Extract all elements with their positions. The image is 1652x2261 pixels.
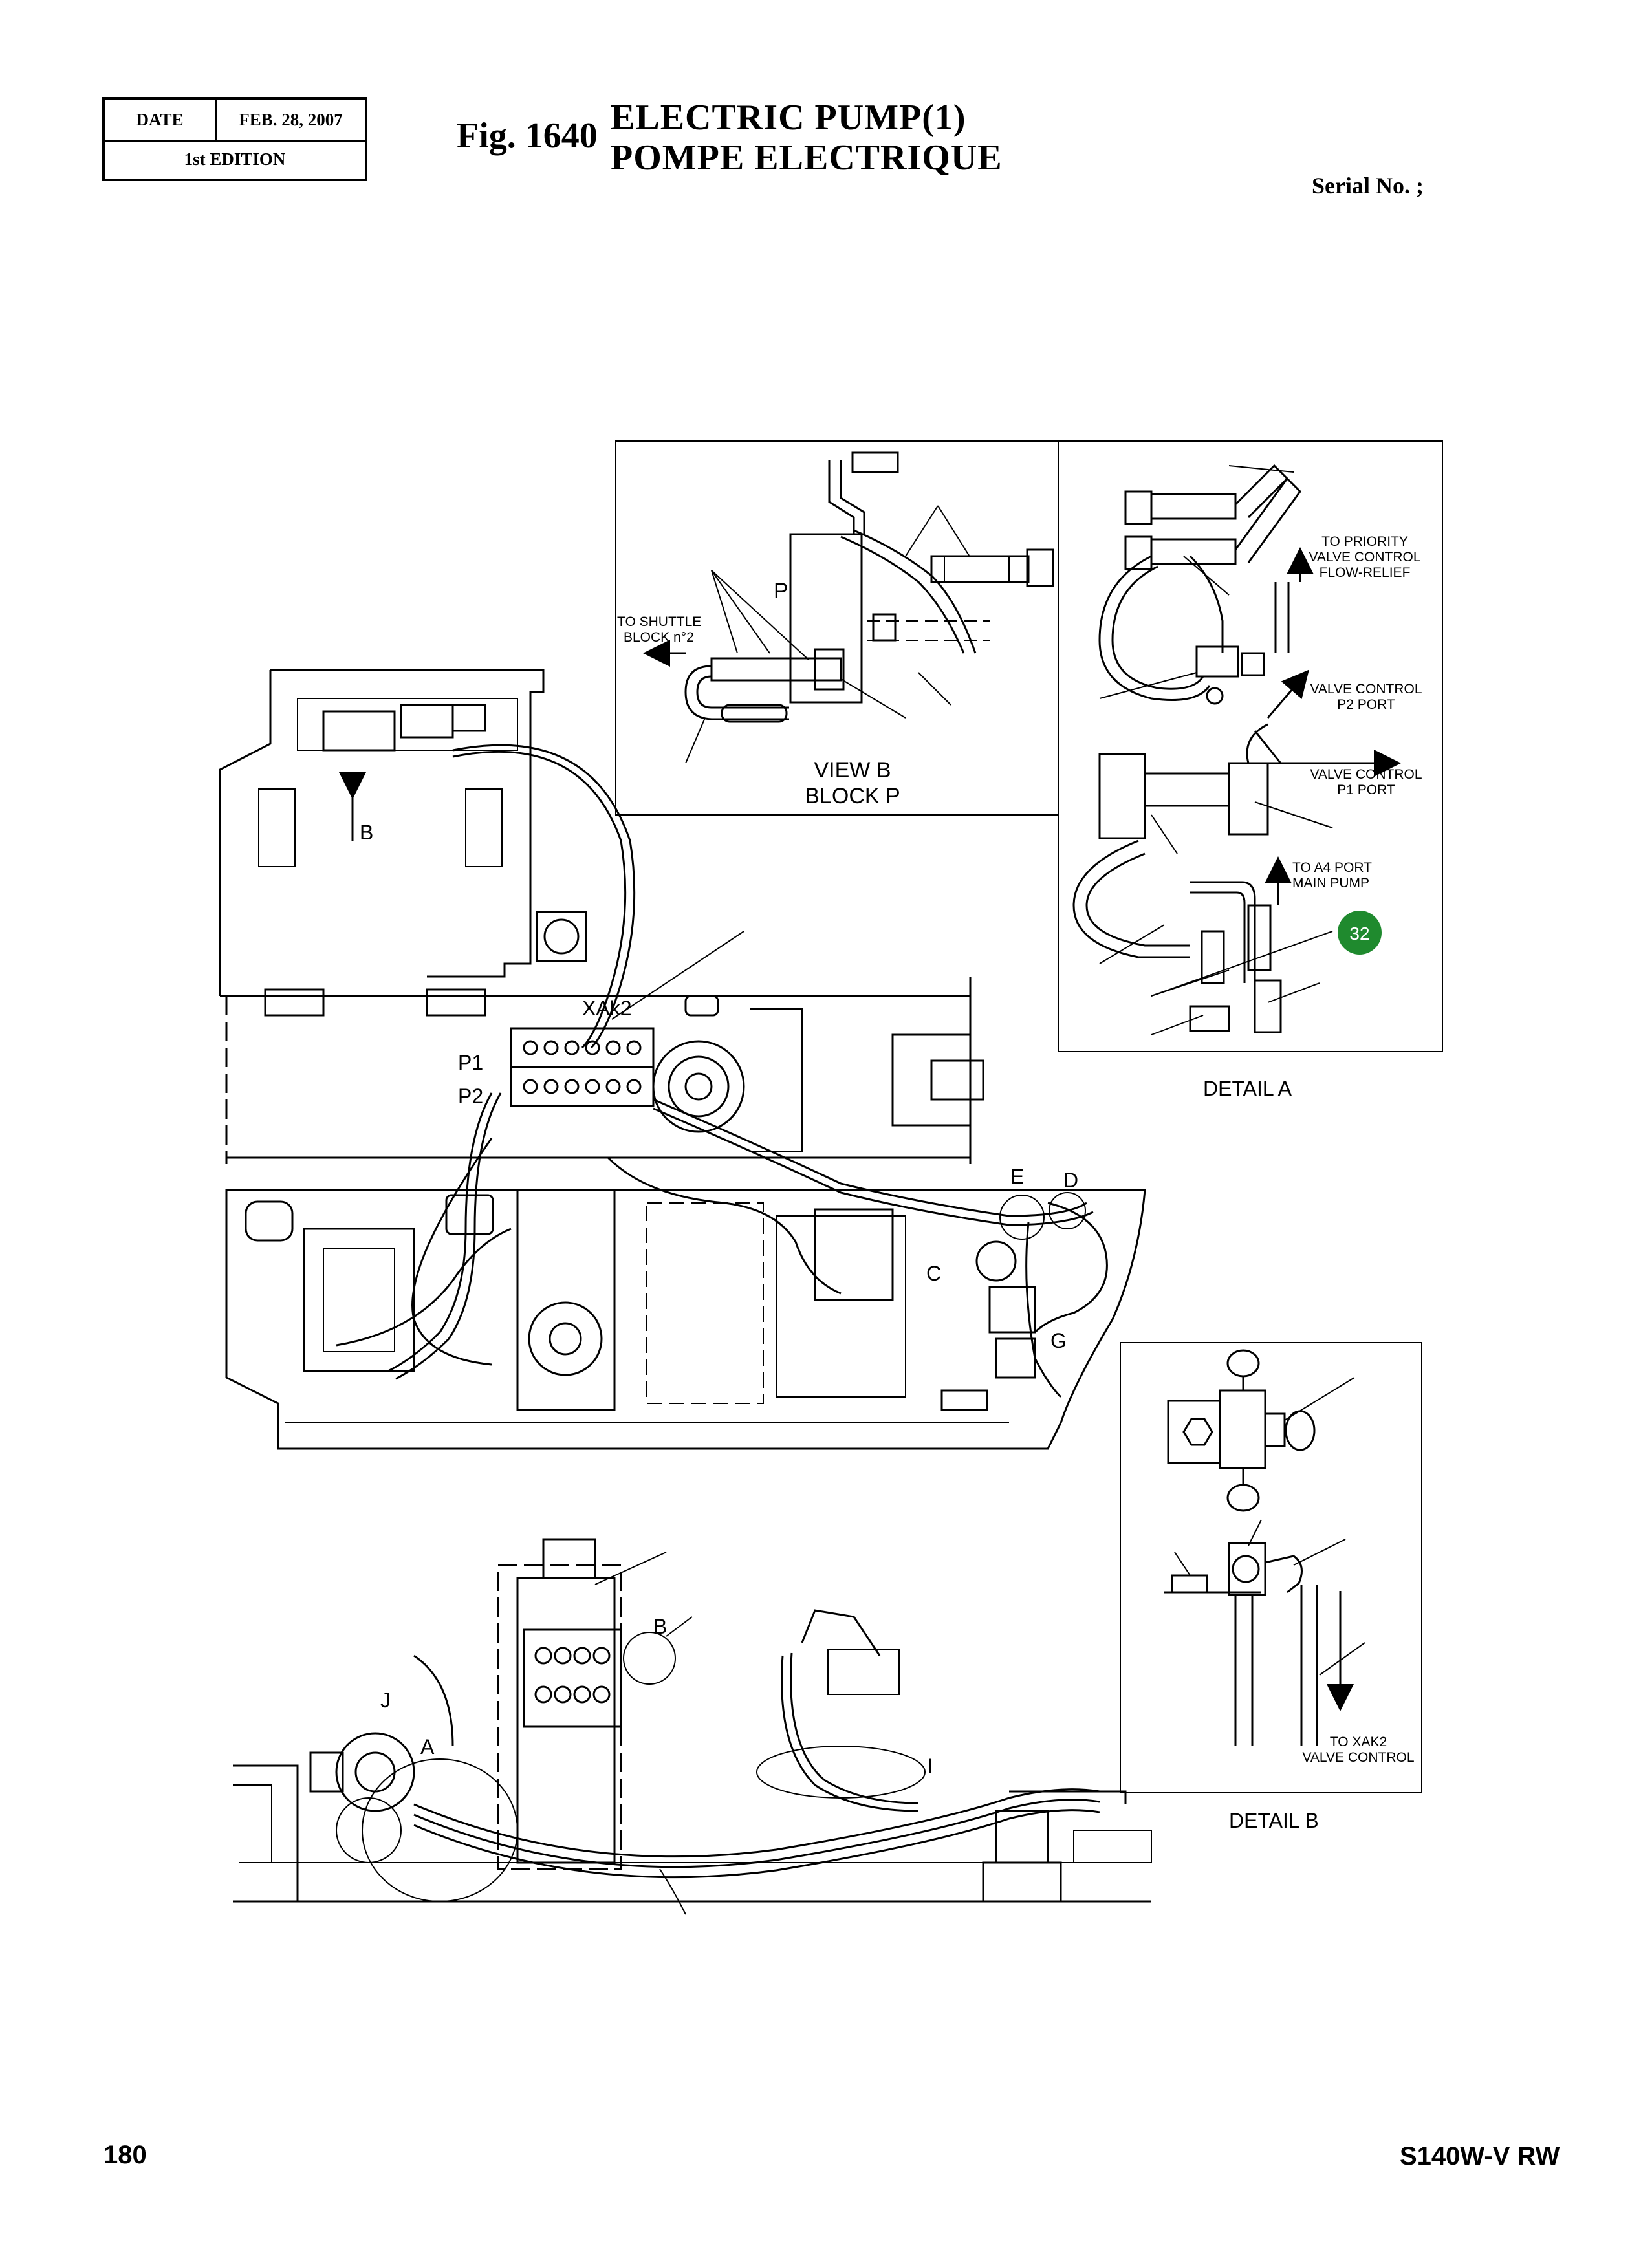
- page-number: 180: [103, 2141, 147, 2169]
- detail-b-panel: TO XAK2 VALVE CONTROL DETAIL B: [1120, 1342, 1422, 1832]
- date-value: FEB. 28, 2007: [239, 109, 343, 129]
- title-french: POMPE ELECTRIQUE: [611, 138, 1003, 178]
- detail-a-panel: 32 TO PRIORITY VALVE CONTROL FLOW-RELIEF…: [1058, 440, 1443, 1100]
- model-name: S140W-V RW: [1400, 2142, 1560, 2170]
- title-english: ELECTRIC PUMP(1): [611, 98, 966, 138]
- detail-a-p2-line2: P2 PORT: [1337, 697, 1395, 712]
- callout-32-badge: [1338, 911, 1382, 955]
- view-b-title-line1: VIEW B: [814, 758, 891, 783]
- side-label-i: I: [928, 1755, 933, 1778]
- detail-a-priority-line2: VALVE CONTROL: [1309, 550, 1420, 565]
- main-label-p2: P2: [458, 1085, 483, 1108]
- main-label-p1: P1: [458, 1051, 483, 1074]
- view-b-shuttle-line1: TO SHUTTLE: [617, 614, 701, 629]
- view-b-port-label: P: [774, 579, 788, 603]
- main-label-c: C: [926, 1262, 941, 1285]
- detail-a-a4-line2: MAIN PUMP: [1292, 876, 1369, 891]
- detail-a-a4-line1: TO A4 PORT: [1292, 860, 1372, 875]
- date-label: DATE: [105, 100, 217, 140]
- side-label-a: A: [420, 1735, 435, 1758]
- side-label-b: B: [653, 1615, 667, 1638]
- main-label-xak2: XAk2: [582, 997, 631, 1020]
- detail-a-p2-line1: VALVE CONTROL: [1310, 682, 1422, 697]
- view-b-panel: TO SHUTTLE BLOCK n°2 P VIEW B BLOCK P: [615, 440, 1059, 816]
- side-label-j: J: [380, 1689, 391, 1712]
- main-top-view: B XAk2 P1 P2: [219, 669, 1146, 1450]
- main-label-g: G: [1050, 1329, 1067, 1352]
- main-label-e: E: [1010, 1165, 1024, 1188]
- detail-a-priority-line3: FLOW-RELIEF: [1320, 565, 1411, 580]
- detail-a-p1-line1: VALVE CONTROL: [1310, 767, 1422, 782]
- detail-b-title: DETAIL B: [1229, 1809, 1319, 1832]
- detail-a-p1-line2: P1 PORT: [1337, 783, 1395, 797]
- view-b-shuttle-line2: BLOCK n°2: [624, 630, 694, 645]
- detail-b-xak2-line2: VALVE CONTROL: [1302, 1750, 1414, 1765]
- main-label-d: D: [1063, 1169, 1078, 1192]
- view-b-title-line2: BLOCK P: [805, 784, 900, 808]
- header-info-box: DATE FEB. 28, 2007 1st EDITION: [102, 97, 367, 181]
- main-label-b: B: [360, 821, 373, 844]
- serial-number: Serial No. ;: [1312, 173, 1424, 199]
- figure-number: Fig. 1640: [457, 116, 598, 156]
- edition-label: 1st EDITION: [184, 149, 286, 169]
- detail-b-xak2-line1: TO XAK2: [1330, 1735, 1387, 1749]
- side-view: B J A I: [233, 1538, 1152, 1915]
- detail-a-priority-line1: TO PRIORITY: [1321, 534, 1408, 549]
- detail-a-title: DETAIL A: [1203, 1077, 1292, 1100]
- callout-32-number: 32: [1349, 924, 1369, 944]
